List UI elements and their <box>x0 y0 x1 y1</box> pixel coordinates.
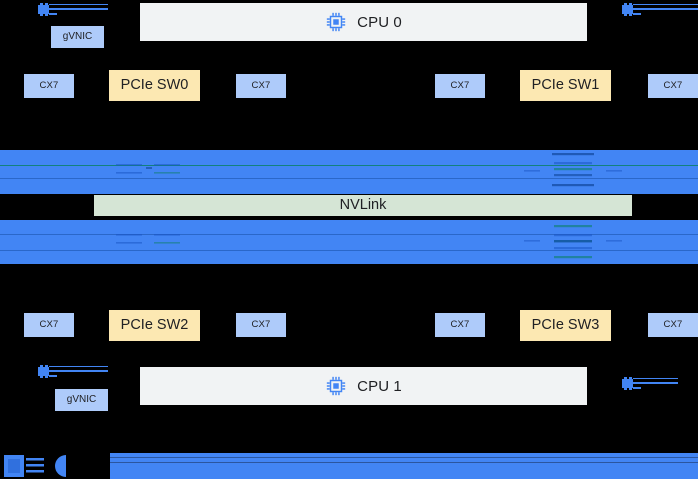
gvnic-label: gVNIC <box>66 394 97 405</box>
cpu-label-1: CPU 1 <box>357 377 402 395</box>
cpu-chip-icon <box>326 376 346 396</box>
cx7-label: CX7 <box>450 80 470 92</box>
cx7-box-6[interactable]: CX7 <box>435 313 485 337</box>
pcie-switch-label: PCIe SW1 <box>531 77 600 94</box>
cx7-box-7[interactable]: CX7 <box>648 313 698 337</box>
gvnic-box-bottom[interactable]: gVNIC <box>55 389 108 411</box>
cx7-label: CX7 <box>663 319 683 331</box>
nic-port-icon-bottom-right <box>622 377 678 390</box>
cx7-box-2[interactable]: CX7 <box>435 74 485 98</box>
cx7-box-5[interactable]: CX7 <box>236 313 286 337</box>
cx7-label: CX7 <box>251 319 271 331</box>
pcie-switch-label: PCIe SW0 <box>120 77 189 94</box>
cx7-box-3[interactable]: CX7 <box>648 74 698 98</box>
nic-port-icon-top-right <box>622 3 698 16</box>
cx7-label: CX7 <box>39 80 59 92</box>
gpu-band-bottom[interactable] <box>0 220 698 264</box>
cpu-label-0: CPU 0 <box>357 13 402 31</box>
gvnic-label: gVNIC <box>62 31 93 42</box>
pcie-switch-box-0[interactable]: PCIe SW0 <box>109 70 200 101</box>
cx7-label: CX7 <box>663 80 683 92</box>
pcie-switch-box-3[interactable]: PCIe SW3 <box>520 310 611 341</box>
pcie-switch-box-2[interactable]: PCIe SW2 <box>109 310 200 341</box>
cpu-box-1[interactable]: CPU 1 <box>140 367 587 405</box>
cx7-label: CX7 <box>39 319 59 331</box>
gpu-band-top[interactable] <box>0 150 698 194</box>
cx7-box-1[interactable]: CX7 <box>236 74 286 98</box>
gpu-icon-group-top-left <box>116 164 180 174</box>
gvnic-box-top[interactable]: gVNIC <box>51 26 104 48</box>
nic-port-icon-bottom-left <box>38 365 108 378</box>
pcie-switch-label: PCIe SW3 <box>531 317 600 334</box>
nic-port-icon-top-left <box>38 3 108 16</box>
nvlink-bar[interactable]: NVLink <box>93 194 633 217</box>
cpu-chip-icon <box>326 12 346 32</box>
gpu-icon-group-bottom-right <box>524 225 622 259</box>
cx7-box-0[interactable]: CX7 <box>24 74 74 98</box>
network-switch-icon <box>0 453 110 479</box>
nvlink-label: NVLink <box>339 197 387 214</box>
network-bar[interactable] <box>0 453 698 479</box>
gpu-icon-group-top-right <box>524 153 622 187</box>
cpu-box-0[interactable]: CPU 0 <box>140 3 587 41</box>
cx7-label: CX7 <box>251 80 271 92</box>
cx7-box-4[interactable]: CX7 <box>24 313 74 337</box>
pcie-switch-box-1[interactable]: PCIe SW1 <box>520 70 611 101</box>
gpu-icon-group-bottom-left <box>116 234 180 244</box>
cx7-label: CX7 <box>450 319 470 331</box>
pcie-switch-label: PCIe SW2 <box>120 317 189 334</box>
